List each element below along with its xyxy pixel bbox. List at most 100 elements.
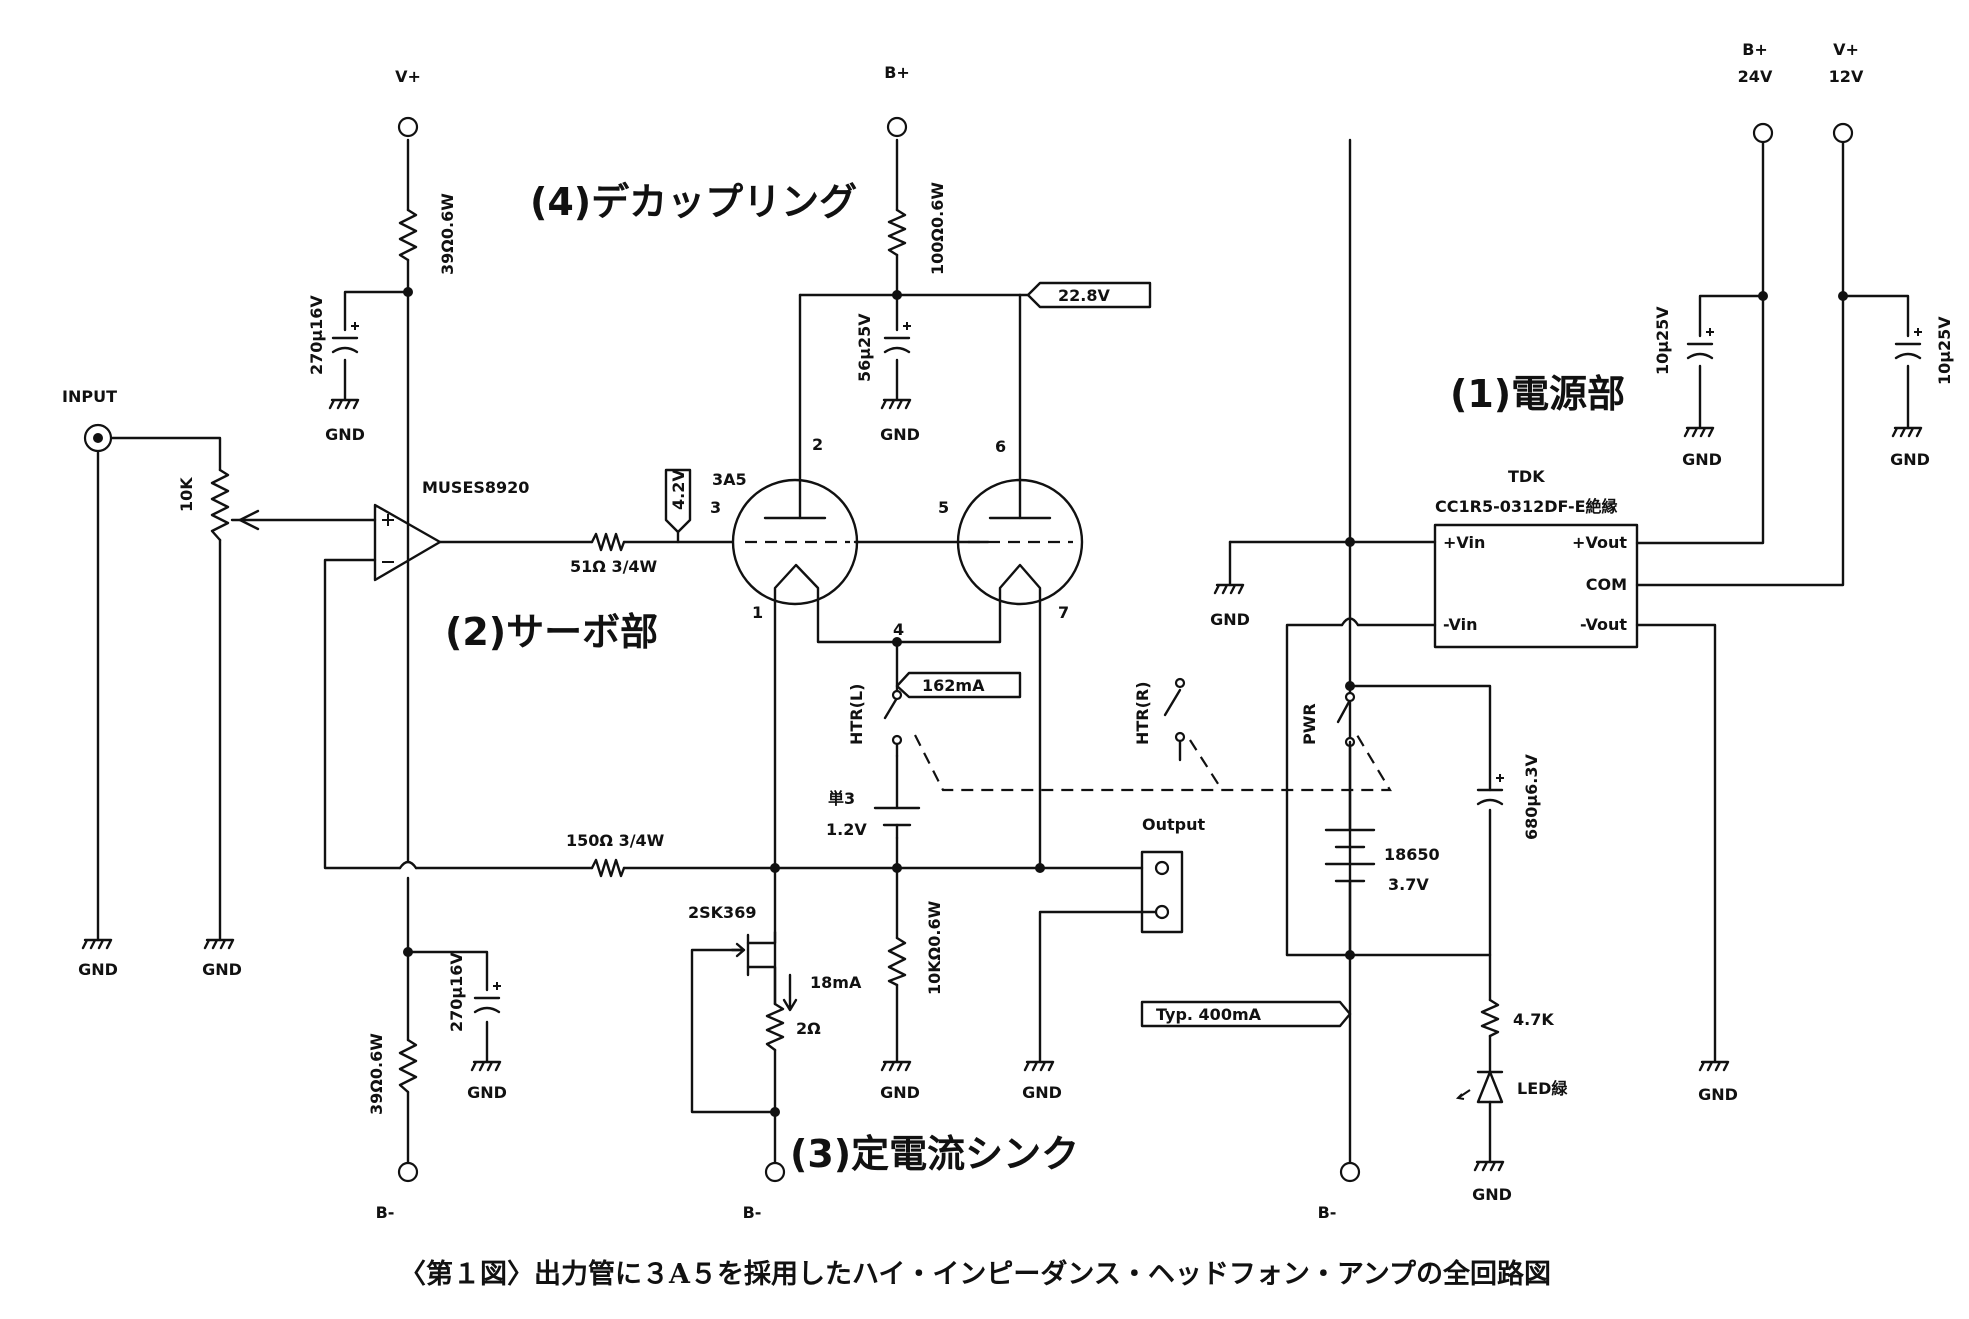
tag-heater-i: [895, 671, 1022, 699]
pin-1: 1: [752, 603, 763, 622]
label-pwr: PWR: [1300, 703, 1319, 745]
label-bplus-24: B+: [1742, 40, 1768, 59]
label-plate-v: 22.8V: [1058, 286, 1110, 305]
resistor-r-heater: [887, 936, 907, 987]
label-r-plate: 100Ω0.6W: [928, 182, 947, 275]
gnd-symbol: [1213, 583, 1245, 595]
pin-6: 6: [995, 437, 1006, 456]
gnd-symbol: [1683, 426, 1715, 438]
gnd-label: GND: [1022, 1083, 1062, 1102]
capacitor-c-24: [1686, 328, 1714, 360]
gnd-symbol: [81, 938, 113, 950]
terminal-bminus-right: [1339, 1161, 1361, 1183]
label-c-top-servo: 270μ16V: [307, 295, 326, 375]
tube-3a5: [731, 478, 1084, 606]
gnd-symbol: [880, 398, 912, 410]
gnd-label: GND: [1210, 610, 1250, 629]
resistor-r-grid: [590, 532, 626, 552]
label-vout-minus: -Vout: [1580, 615, 1627, 634]
label-r-heater: 10KΩ0.6W: [925, 900, 944, 995]
label-r-led: 4.7K: [1513, 1010, 1554, 1029]
label-opamp: MUSES8920: [422, 478, 529, 497]
gnd-label: GND: [325, 425, 365, 444]
label-battery: 18650: [1384, 845, 1440, 864]
pin-4: 4: [893, 620, 904, 639]
label-heater-i: 162mA: [922, 676, 985, 695]
capacitor-c-top-servo: [331, 322, 359, 354]
label-12v: 12V: [1829, 67, 1864, 86]
label-com: COM: [1586, 575, 1627, 594]
label-c-plate: 56μ25V: [855, 313, 874, 382]
label-r-grid: 51Ω 3/4W: [570, 557, 658, 576]
batteries: [873, 740, 1376, 957]
gnd-label: GND: [1472, 1185, 1512, 1204]
resistors: [210, 208, 1500, 1094]
section-decoupling: (4)デカップリング: [530, 180, 857, 224]
gnd-symbol: [470, 1060, 502, 1072]
label-vout-plus: +Vout: [1572, 533, 1627, 552]
gnd-symbol: [880, 1060, 912, 1072]
gnd-label: GND: [202, 960, 242, 979]
label-battery-v: 3.7V: [1388, 875, 1429, 894]
potentiometer-10k: [210, 468, 230, 542]
crossovers: [398, 617, 1360, 870]
section-power: (1)電源部: [1450, 372, 1625, 416]
value-tags: [664, 281, 1352, 1028]
resistor-r-bot-servo: [398, 1038, 418, 1094]
terminal-bminus-left: [397, 1161, 419, 1183]
capacitor-c-plate: [883, 322, 911, 354]
capacitor-c-bat: [1476, 774, 1504, 806]
led-green: [1455, 1070, 1504, 1104]
gnd-label: GND: [1698, 1085, 1738, 1104]
gnd-symbol: [1473, 1160, 1505, 1172]
pin-5: 5: [938, 498, 949, 517]
resistor-r-plate: [887, 208, 907, 257]
pin-2: 2: [812, 435, 823, 454]
label-grid-v: 4.2V: [669, 469, 688, 510]
grounds: [81, 398, 1923, 1172]
gnd-symbol: [328, 398, 360, 410]
battery-18650: [1324, 740, 1376, 957]
gnd-label: GND: [1682, 450, 1722, 469]
gnd-symbol: [1698, 1060, 1730, 1072]
tube-unit-right: [956, 478, 1084, 606]
label-r-fb: 150Ω 3/4W: [566, 831, 665, 850]
label-bplus-plate: B+: [884, 63, 910, 82]
battery-aa: [873, 806, 921, 840]
resistor-r-fb: [590, 858, 626, 878]
wires: [96, 138, 1910, 1164]
junctions: [403, 287, 1848, 1117]
gnd-symbol: [1891, 426, 1923, 438]
label-vplus-12: V+: [1833, 40, 1859, 59]
label-converter-model: CC1R5-0312DF-E絶縁: [1435, 497, 1618, 516]
section-servo: (2)サーボ部: [445, 610, 658, 654]
switch-htr-l: [883, 689, 903, 758]
label-r-top-servo: 39Ω0.6W: [438, 193, 457, 275]
label-c-bot-servo: 270μ16V: [447, 952, 466, 1032]
section-sink: (3)定電流シンク: [790, 1132, 1079, 1176]
terminal-bplus-plate: [886, 116, 908, 138]
gnd-label: GND: [467, 1083, 507, 1102]
gnd-label: GND: [78, 960, 118, 979]
pot-wiper-arrow: [238, 509, 260, 531]
label-output: Output: [1142, 815, 1205, 834]
label-c-bat: 680μ6.3V: [1522, 753, 1541, 840]
tag-typ-i: [1140, 1000, 1352, 1028]
label-c-12: 10μ25V: [1935, 316, 1954, 385]
tube-unit-left: [731, 478, 859, 606]
gnd-symbol: [203, 938, 235, 950]
arrow-down-icon: [782, 973, 798, 1012]
label-c-24: 10μ25V: [1653, 306, 1672, 375]
terminals: [83, 116, 1854, 1183]
pin-7: 7: [1058, 603, 1069, 622]
capacitor-c-bot-servo: [473, 982, 501, 1014]
label-cell-v: 1.2V: [826, 820, 867, 839]
label-typ-i: Typ. 400mA: [1156, 1005, 1262, 1024]
label-24v: 24V: [1738, 67, 1773, 86]
label-vplus-left: V+: [395, 67, 421, 86]
gnd-symbol: [1023, 1060, 1055, 1072]
output-connector: [1140, 850, 1184, 934]
figure-caption: 〈第１図〉出力管に３A５を採用したハイ・インピーダンス・ヘッドフォン・アンプの全…: [399, 1258, 1551, 1290]
switch-htr-r: [1163, 677, 1186, 762]
gnd-label: GND: [1890, 450, 1930, 469]
